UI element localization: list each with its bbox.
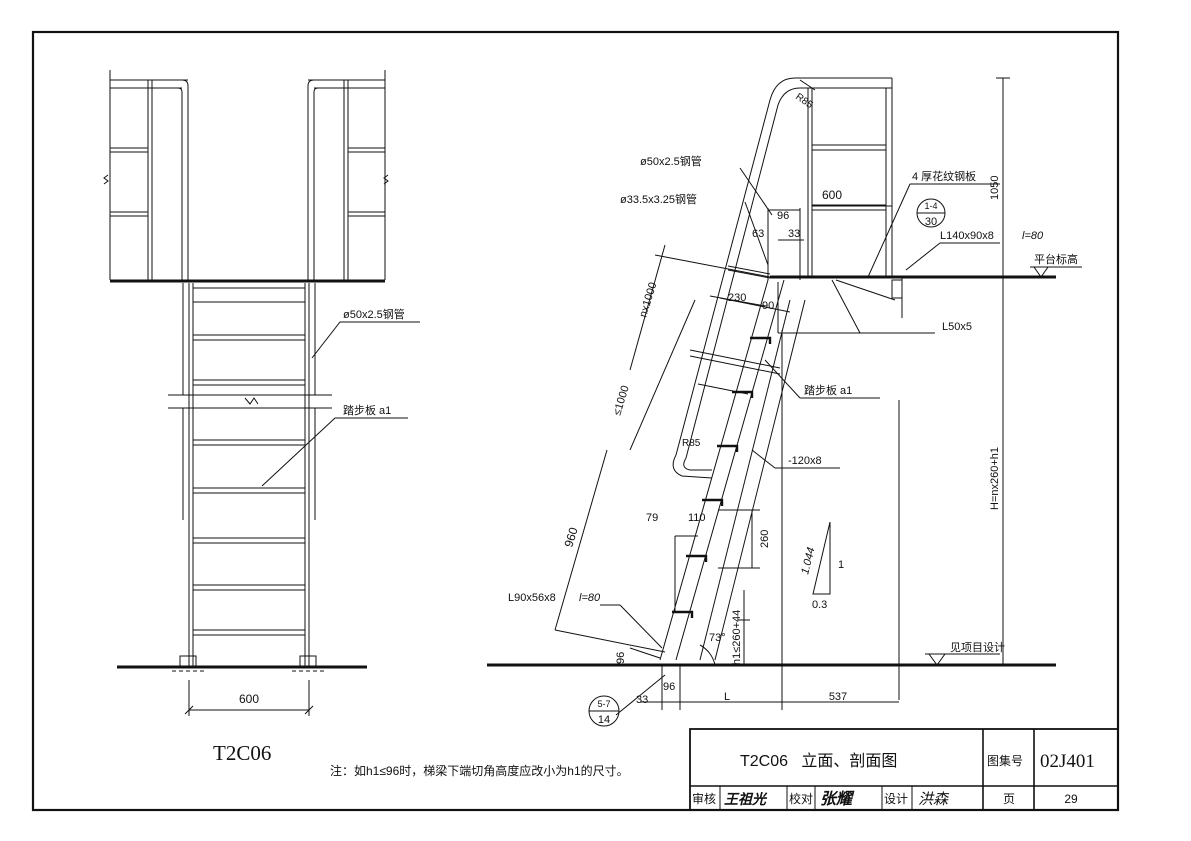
detail-ref-top: 1-4 — [924, 201, 937, 211]
radius-bottom-label: R85 — [682, 438, 701, 449]
slope-right-label: 1 — [838, 559, 844, 571]
left-pipe-label: ø50x2.5钢管 — [343, 307, 405, 321]
dim-260-label: 260 — [759, 530, 771, 548]
tread-label-right: 踏步板 a1 — [804, 383, 852, 397]
title-block — [689, 728, 1119, 811]
handrail-pipe-label: ø50x2.5钢管 — [640, 154, 702, 168]
dim-L-label: L — [724, 691, 730, 703]
title-text: T2C06 立面、剖面图 — [740, 752, 897, 770]
left-tread-label: 踏步板 a1 — [343, 403, 391, 417]
right-section — [487, 77, 1082, 727]
sheet-frame — [31, 30, 1120, 812]
detail-ref-bottom: 30 — [925, 216, 937, 228]
footnote: 注：如h1≤96时，梯梁下端切角高度应改小为h1的尺寸。 — [330, 763, 629, 778]
dim-le1000-label: ≤1000 — [611, 384, 631, 417]
dim-96-label: 96 — [777, 210, 789, 222]
review-label: 审核 — [692, 791, 716, 806]
slope-top-label: 1.044 — [799, 546, 817, 576]
dim-960-label: 960 — [561, 525, 580, 549]
bottom-angle-len-label: l=80 — [579, 592, 601, 604]
dim-33-label: 33 — [788, 228, 800, 240]
angle-length-label: l=80 — [1022, 230, 1044, 242]
review-name: 王祖光 — [724, 791, 768, 808]
slope-bottom-label: 0.3 — [812, 599, 827, 611]
dim-h1-label: h1≤260+44 — [731, 610, 743, 665]
flat-bar-label: -120x8 — [788, 455, 822, 467]
dim-79-label: 79 — [646, 512, 658, 524]
plate-label: 4 厚花纹钢板 — [912, 169, 976, 183]
dim-63-label: 63 — [752, 228, 764, 240]
check-name: 张耀 — [820, 790, 855, 808]
angle-73-label: 73° — [709, 632, 726, 644]
check-label: 校对 — [789, 791, 813, 806]
height-1050-label: 1050 — [989, 176, 1001, 200]
dim-90-label: 90 — [762, 300, 774, 312]
dim-nx1000-label: nx1000 — [637, 281, 659, 319]
detail2-top: 5-7 — [597, 699, 610, 709]
design-name: 洪森 — [918, 791, 950, 808]
design-label: 设计 — [884, 792, 908, 806]
angle-l50-label: L50x5 — [942, 321, 972, 333]
dim-230-label: 230 — [728, 292, 746, 304]
project-note-label: 见项目设计 — [950, 641, 1005, 654]
page-label: 页 — [1003, 792, 1015, 806]
bottom-angle-label: L90x56x8 — [508, 592, 556, 604]
platform-width-label: 600 — [822, 188, 842, 202]
detail2-bottom: 14 — [598, 714, 610, 726]
angle-label: L140x90x8 — [940, 230, 994, 242]
rung-pipe-label: ø33.5x3.25钢管 — [620, 192, 697, 206]
dim-110-label: 110 — [688, 512, 706, 524]
platform-level-label: 平台标高 — [1034, 252, 1078, 266]
atlas-number: 02J401 — [1040, 751, 1095, 772]
left-width-dim: 600 — [239, 692, 259, 706]
left-elevation: 600 ø50x2.5钢管 踏步板 a1 T2C06 — [103, 70, 420, 765]
dim-96c-label: 96 — [663, 681, 675, 693]
page-number: 29 — [1064, 792, 1078, 806]
atlas-label: 图集号 — [987, 753, 1023, 768]
left-view-code: T2C06 — [213, 741, 271, 765]
height-label: H=nx260+h1 — [989, 447, 1001, 510]
dim-537-label: 537 — [829, 691, 847, 703]
dim-33b-label: 33 — [636, 694, 648, 706]
dim-96b-label: 96 — [615, 652, 627, 664]
right-section-labels: ø50x2.5钢管 ø33.5x3.25钢管 R85 600 4 厚花纹钢板 1… — [508, 91, 1078, 726]
